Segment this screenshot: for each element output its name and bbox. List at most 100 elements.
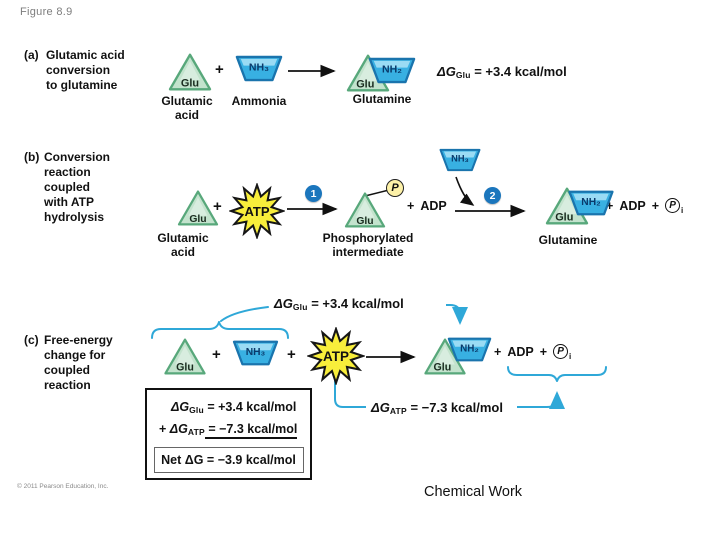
plus-sign: + (606, 198, 614, 213)
dg-value: = +3.4 kcal/mol (307, 296, 404, 311)
triangle-highlight (358, 62, 378, 82)
glu-text: Glu (433, 362, 451, 374)
plus-prefix: + (159, 422, 170, 436)
glu-text: Glu (356, 216, 373, 227)
nh3-join-arrow (455, 176, 475, 206)
nh2-text: NH₂ (581, 197, 601, 208)
dg-value: = −7.3 kcal/mol (204, 422, 298, 439)
triangle-highlight (435, 345, 455, 365)
plus-sign: + (213, 198, 222, 215)
glutamic-acid-label: Glutamic acid (161, 94, 213, 122)
phosphate-text: P (391, 182, 399, 194)
dg-symbol: ΔG (274, 296, 293, 311)
atp-text: ATP (323, 349, 349, 364)
dg-subscript: ATP (187, 427, 205, 437)
dg-symbol: ΔG (169, 422, 188, 436)
dg-atp-leader-arrow (517, 391, 565, 409)
pi-letter: P (665, 198, 681, 213)
triangle-highlight (355, 199, 375, 218)
free-energy-sum-box: ΔGGlu = +3.4 kcal/mol + ΔGATP = −7.3 kca… (145, 388, 312, 480)
figure-label: Figure 8.9 (20, 6, 73, 18)
copyright-notice: © 2011 Pearson Education, Inc. (17, 483, 109, 490)
nh2-text: NH₂ (460, 343, 479, 354)
trapezoid-highlight (443, 151, 477, 158)
nh3-text: NH₃ (246, 347, 266, 358)
nh2-text: NH₂ (382, 63, 402, 75)
triangle-highlight (175, 345, 195, 365)
sum-row-dg-glu: ΔGGlu = +3.4 kcal/mol (147, 398, 310, 420)
dg-value: = +3.4 kcal/mol (203, 400, 297, 414)
trapezoid-highlight (373, 60, 411, 68)
phosphorylated-intermediate-label: Phosphorylated intermediate (322, 231, 414, 259)
plus-adp-group: + ADP (407, 199, 447, 213)
section-a-title: Glutamic acid conversion to glutamine (46, 48, 125, 92)
step-2-badge: 2 (484, 187, 501, 204)
adp-text: ADP (507, 344, 534, 359)
net-dg-box: Net ΔG = −3.9 kcal/mol (153, 447, 304, 473)
dg-symbol: ΔG (171, 400, 190, 414)
triangle-highlight (188, 197, 208, 216)
section-b-tag: (b) (24, 150, 40, 164)
dg-subscript: ATP (389, 406, 407, 416)
products-underbrace (507, 366, 607, 382)
starburst-shape (229, 183, 285, 239)
glu-triangle: Glu (168, 53, 212, 91)
dg-symbol: ΔG (371, 400, 390, 415)
section-b-title: Conversion reaction coupled with ATP hyd… (44, 150, 111, 224)
trapezoid-highlight (573, 193, 609, 201)
phosphate-icon: P (386, 179, 404, 197)
glu-triangle: Glu (177, 190, 219, 226)
starburst-shape (307, 327, 365, 385)
section-c-title: Free-energy change for coupled reaction (44, 333, 113, 392)
triangle-highlight (180, 61, 200, 81)
glutamine-label: Glutamine (538, 233, 598, 247)
triangle-highlight (557, 195, 577, 215)
glu-text: Glu (356, 79, 374, 91)
glutamic-acid-label: Glutamic acid (157, 231, 209, 259)
dg-value: = +3.4 kcal/mol (470, 64, 567, 79)
glu-triangle: Glu (424, 338, 466, 375)
step-2-number: 2 (489, 189, 496, 202)
plus-sign: + (287, 346, 296, 363)
dg-glu-leader-arrow (446, 304, 468, 325)
plus-sign: + (494, 344, 502, 359)
atp-text: ATP (244, 204, 269, 219)
section-a-tag: (a) (24, 48, 39, 62)
glu-text: Glu (189, 214, 206, 225)
atp-starburst: ATP (229, 183, 285, 239)
dg-value: = −7.3 kcal/mol (406, 400, 503, 415)
plus-sign: + (539, 344, 548, 359)
trapezoid-highlight (452, 340, 487, 347)
step-1-badge: 1 (305, 185, 322, 202)
plus-sign: + (407, 199, 415, 213)
sum-row-dg-atp: + ΔGATP = −7.3 kcal/mol (147, 420, 310, 442)
dg-glu-label: ΔGGlu = +3.4 kcal/mol (437, 64, 567, 80)
glu-text: Glu (176, 362, 194, 374)
plus-sign: + (212, 346, 221, 363)
dg-subscript: Glu (189, 405, 204, 415)
glu-text: Glu (555, 212, 573, 224)
nh3-text: NH₃ (249, 61, 269, 73)
glu-text: Glu (181, 78, 199, 90)
ammonia-label: Ammonia (231, 94, 287, 108)
glu-triangle: Glu (346, 54, 390, 92)
glutamine-label: Glutamine (352, 92, 412, 106)
nh2-trapezoid: NH₂ (568, 190, 614, 216)
pi-subscript: i (569, 352, 572, 361)
pi-letter: P (553, 344, 569, 359)
nh2-trapezoid: NH₂ (447, 337, 492, 362)
pi-subscript: i (681, 206, 684, 215)
glu-triangle: Glu (164, 338, 206, 375)
glu-triangle: Glu (344, 192, 386, 228)
dg-subscript: Glu (292, 302, 308, 312)
dg-glu-leader-left (220, 306, 269, 322)
plus-sign: + (651, 198, 660, 213)
nh2-trapezoid: NH₂ (368, 57, 416, 84)
adp-text: ADP (619, 198, 646, 213)
step-1-number: 1 (310, 187, 317, 200)
